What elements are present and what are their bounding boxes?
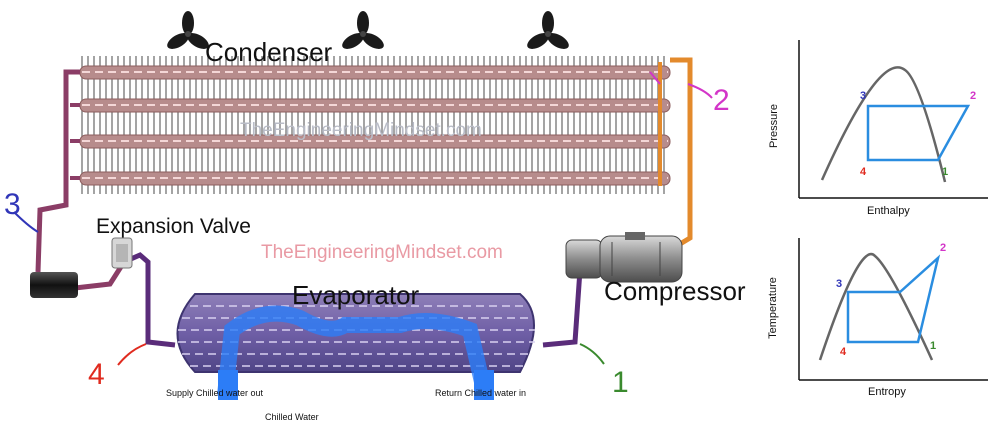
ph-point-2: 2 — [970, 90, 977, 102]
ts-point-4: 4 — [840, 346, 847, 358]
ph-xlabel: Enthalpy — [867, 205, 910, 217]
temperature-entropy-chart — [798, 238, 988, 381]
ts-xlabel: Entropy — [868, 386, 906, 398]
state-point-3: 3 — [4, 188, 21, 221]
pressure-enthalpy-chart — [798, 40, 988, 199]
expansion-valve-label: Expansion Valve — [96, 215, 251, 238]
receiver-tank — [30, 272, 78, 298]
state-point-4: 4 — [88, 358, 105, 391]
evaporator-label: Evaporator — [292, 280, 420, 310]
state-leader-lines — [13, 71, 713, 366]
compressor-unit — [565, 232, 683, 283]
state-point-1: 1 — [612, 366, 629, 399]
condenser-label: Condenser — [205, 37, 333, 67]
fan-icon — [167, 11, 209, 49]
ph-point-3: 3 — [860, 90, 867, 102]
fan-icon — [527, 11, 569, 49]
expansion-valve — [111, 237, 133, 269]
ts-point-1: 1 — [930, 340, 937, 352]
ts-point-2: 2 — [940, 242, 947, 254]
ph-ylabel: Pressure — [768, 103, 781, 149]
watermark-faint: TheEngineeringMindset.com — [240, 120, 482, 141]
condenser-tubes — [79, 65, 671, 186]
fan-icon — [342, 11, 384, 49]
chilled-water-label: Chilled Water — [265, 412, 319, 422]
watermark: TheEngineeringMindset.com — [261, 242, 503, 263]
ts-ylabel: Temperature — [766, 277, 779, 339]
return-chilled-water-label: Return Chilled water in — [435, 388, 527, 398]
compressor-label: Compressor — [604, 276, 746, 306]
state-point-2: 2 — [713, 84, 730, 117]
refrigerant-piping — [35, 57, 693, 348]
evaporator-vessel — [176, 293, 535, 400]
ph-point-4: 4 — [860, 166, 867, 178]
ph-point-1: 1 — [942, 166, 949, 178]
supply-chilled-water-label: Supply Chilled water out — [166, 388, 264, 398]
ts-point-3: 3 — [836, 278, 843, 290]
